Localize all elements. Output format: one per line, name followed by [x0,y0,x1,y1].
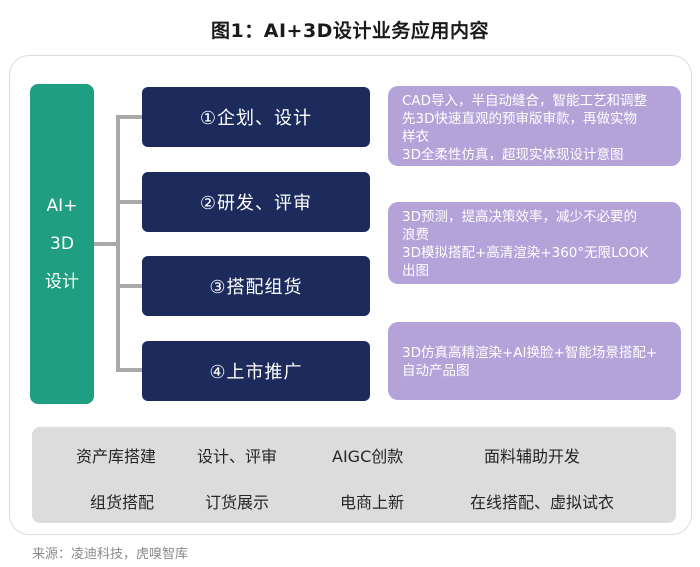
ai-box-line2: 3D [50,234,74,254]
connector-branch-3 [116,284,142,288]
step-launch-promotion: ④上市推广 [142,341,370,401]
note-design: CAD导入，半自动缝合，智能工艺和调整 先3D快速直观的预审版审款，再做实物 样… [388,86,681,166]
ai-box-line1: AI+ [46,196,78,216]
connector-branch-1 [116,115,142,119]
connector-stub [94,242,118,246]
note-review-assortment: 3D预测，提高决策效率，减少不必要的 浪费 3D模拟搭配+高清渲染+360°无限… [388,202,681,284]
note-line: 3D模拟搭配+高清渲染+360°无限LOOK [402,245,649,261]
tag-assortment: 组货搭配 [90,493,155,512]
tag-design-review: 设计、评审 [197,447,278,466]
note-promotion: 3D仿真高精渲染+AI换脸+智能场景搭配+ 自动产品图 [388,322,681,400]
tag-fabric-development: 面料辅助开发 [484,447,581,466]
note-line: 3D预测，提高决策效率，减少不必要的 [402,209,637,225]
connector-branch-4 [116,368,142,372]
note-line: 出图 [402,263,429,279]
note-line: 3D仿真高精渲染+AI换脸+智能场景搭配+ [402,345,658,361]
tag-virtual-fitting: 在线搭配、虚拟试衣 [470,493,615,512]
note-line: 自动产品图 [402,363,470,379]
note-line: CAD导入，半自动缝合，智能工艺和调整 [402,93,648,109]
figure-title: 图1：AI+3D设计业务应用内容 [211,20,489,42]
tag-order-showcase: 订货展示 [205,493,270,512]
source-note: 来源：凌迪科技，虎嗅智库 [32,547,189,562]
note-line: 浪费 [402,227,429,243]
step-plan-design: ①企划、设计 [142,87,370,147]
step-label: ④上市推广 [209,362,303,383]
connector-trunk [116,115,120,372]
step-assortment: ③搭配组货 [142,256,370,316]
tag-aigc-creation: AIGC创款 [332,447,404,466]
note-line: 样衣 [402,129,429,145]
tag-asset-library: 资产库搭建 [76,447,157,466]
ai-3d-design-box: AI+ 3D 设计 [30,84,94,404]
step-label: ③搭配组货 [209,277,303,298]
note-line: 3D全柔性仿真，超现实体现设计意图 [402,147,624,163]
tag-ecommerce-launch: 电商上新 [340,493,405,512]
ai-box-line3: 设计 [45,272,79,292]
step-label: ①企划、设计 [199,108,313,129]
step-label: ②研发、评审 [199,193,313,214]
step-develop-review: ②研发、评审 [142,172,370,232]
connector-branch-2 [116,200,142,204]
note-line: 先3D快速直观的预审版审款，再做实物 [402,111,637,127]
application-tags-panel [32,427,676,523]
